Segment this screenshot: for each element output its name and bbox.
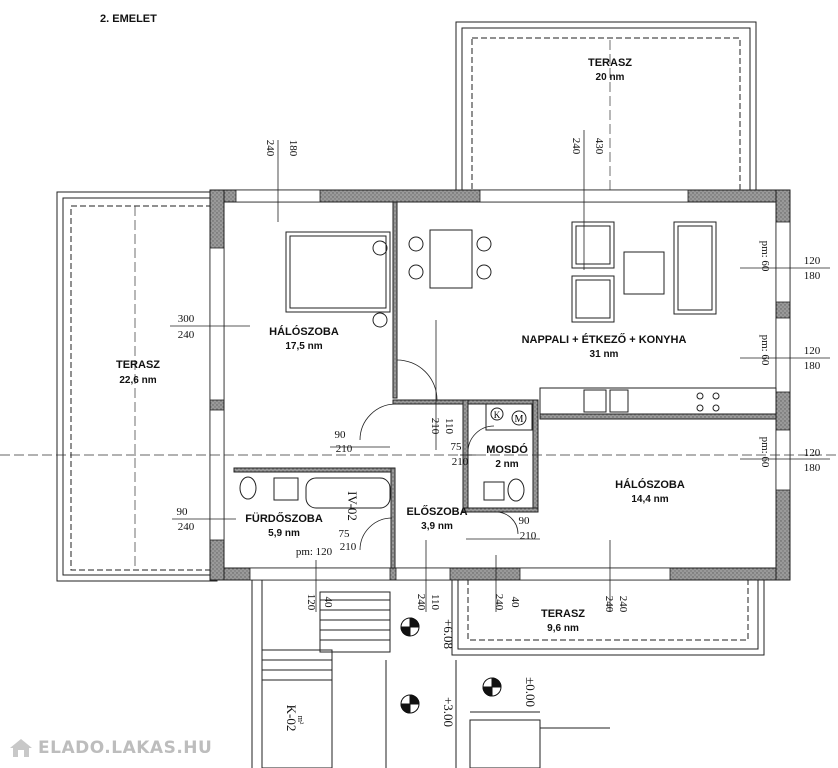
dim-d3-top: 75 bbox=[451, 441, 463, 453]
dim-b3-bot: 240 bbox=[493, 594, 505, 611]
dim-d4-bot: 210 bbox=[520, 530, 537, 542]
meter-m-label: M bbox=[515, 414, 524, 425]
dim-w1-bot: 240 bbox=[264, 140, 276, 157]
dim-r3-top: 120 bbox=[804, 447, 821, 459]
dim-w3-top: 300 bbox=[178, 313, 195, 325]
dim-w2-top: 430 bbox=[593, 138, 605, 155]
dim-r3-pm: pm: 60 bbox=[759, 437, 771, 468]
room-terasz-top-area: 20 nm bbox=[596, 72, 625, 83]
label-iv-02: IV-02 bbox=[345, 491, 360, 521]
meter-boxes bbox=[485, 403, 533, 431]
floor-title: 2. EMELET bbox=[100, 13, 157, 25]
level-000: ±0.00 bbox=[523, 677, 538, 707]
room-terasz-left-area: 22,6 nm bbox=[119, 375, 156, 386]
guide-lines bbox=[0, 40, 838, 570]
room-bedroom-1-name: HÁLÓSZOBA bbox=[269, 325, 339, 338]
dim-b1-top: 40 bbox=[322, 597, 334, 609]
dim-d2-bot: 210 bbox=[429, 418, 441, 435]
dim-r1-pm: pm: 60 bbox=[759, 241, 771, 272]
dim-d3-bot: 210 bbox=[452, 456, 469, 468]
level-300: +3.00 bbox=[441, 697, 456, 727]
room-mosdo-name: MOSDÓ bbox=[486, 443, 528, 456]
double-bed bbox=[285, 231, 391, 328]
dining-table bbox=[408, 229, 492, 289]
kitchen-counter bbox=[539, 387, 777, 415]
dim-w3-bot: 240 bbox=[178, 329, 195, 341]
dim-b1-bot: 120 bbox=[305, 594, 317, 611]
dim-d1-bot: 210 bbox=[336, 443, 353, 455]
label-m2: m² bbox=[296, 716, 305, 725]
room-terasz-left-name: TERASZ bbox=[116, 359, 160, 371]
room-hall-name: ELŐSZOBA bbox=[406, 505, 467, 518]
room-bedroom-1-area: 17,5 nm bbox=[285, 341, 322, 352]
dim-d1-top: 90 bbox=[335, 429, 347, 441]
dim-d2-top: 110 bbox=[443, 418, 455, 435]
room-terasz-bottom-name: TERASZ bbox=[541, 608, 585, 620]
dim-r3-bot: 180 bbox=[804, 462, 821, 474]
dim-w2-bot: 240 bbox=[570, 138, 582, 155]
room-mosdo-area: 2 nm bbox=[495, 459, 518, 470]
dim-bath-pm: pm: 120 bbox=[296, 546, 333, 558]
house-icon bbox=[10, 739, 32, 757]
terrace-bottom-outline bbox=[451, 574, 765, 656]
room-terasz-top-name: TERASZ bbox=[588, 57, 632, 69]
dim-b4-bot: 240 bbox=[603, 596, 615, 613]
dim-w1-top: 180 bbox=[287, 140, 299, 157]
label-k-02: K-02 bbox=[284, 705, 299, 732]
living-furniture bbox=[571, 221, 717, 323]
meter-k-label: K bbox=[494, 410, 501, 420]
dim-b2-bot: 240 bbox=[415, 594, 427, 611]
dim-b2-top: 110 bbox=[429, 594, 441, 611]
room-hall-area: 3,9 nm bbox=[421, 521, 453, 532]
dimension-ticks bbox=[170, 130, 830, 612]
level-markers bbox=[400, 617, 502, 714]
dim-r1-bot: 180 bbox=[804, 270, 821, 282]
dim-r2-pm: pm: 60 bbox=[759, 335, 771, 366]
dim-w4-top: 90 bbox=[177, 506, 189, 518]
staircase bbox=[251, 580, 610, 768]
room-terasz-bottom-area: 9,6 nm bbox=[547, 623, 579, 634]
bathroom-fixtures bbox=[239, 476, 525, 509]
dim-d5-top: 75 bbox=[339, 528, 351, 540]
dim-r2-top: 120 bbox=[804, 345, 821, 357]
dim-r2-bot: 180 bbox=[804, 360, 821, 372]
room-living-area: 31 nm bbox=[590, 349, 619, 360]
dim-b4-top: 240 bbox=[617, 596, 629, 613]
dim-d5-bot: 210 bbox=[340, 541, 357, 553]
dim-b3-top: 40 bbox=[509, 597, 521, 609]
dim-w4-bot: 240 bbox=[178, 521, 195, 533]
watermark: ELADO.LAKAS.HU bbox=[4, 733, 216, 763]
room-bedroom-2-area: 14,4 nm bbox=[631, 494, 668, 505]
dim-d4-top: 90 bbox=[519, 515, 531, 527]
room-bathroom-name: FÜRDŐSZOBA bbox=[245, 512, 323, 525]
room-bathroom-area: 5,9 nm bbox=[268, 528, 300, 539]
room-living-name: NAPPALI + ÉTKEZŐ + KONYHA bbox=[522, 333, 687, 346]
level-608: +6.08 bbox=[441, 619, 456, 649]
watermark-text: ELADO.LAKAS.HU bbox=[38, 738, 213, 758]
room-bedroom-2-name: HÁLÓSZOBA bbox=[615, 478, 685, 491]
terrace-top-outline bbox=[455, 21, 757, 193]
dim-r1-top: 120 bbox=[804, 255, 821, 267]
